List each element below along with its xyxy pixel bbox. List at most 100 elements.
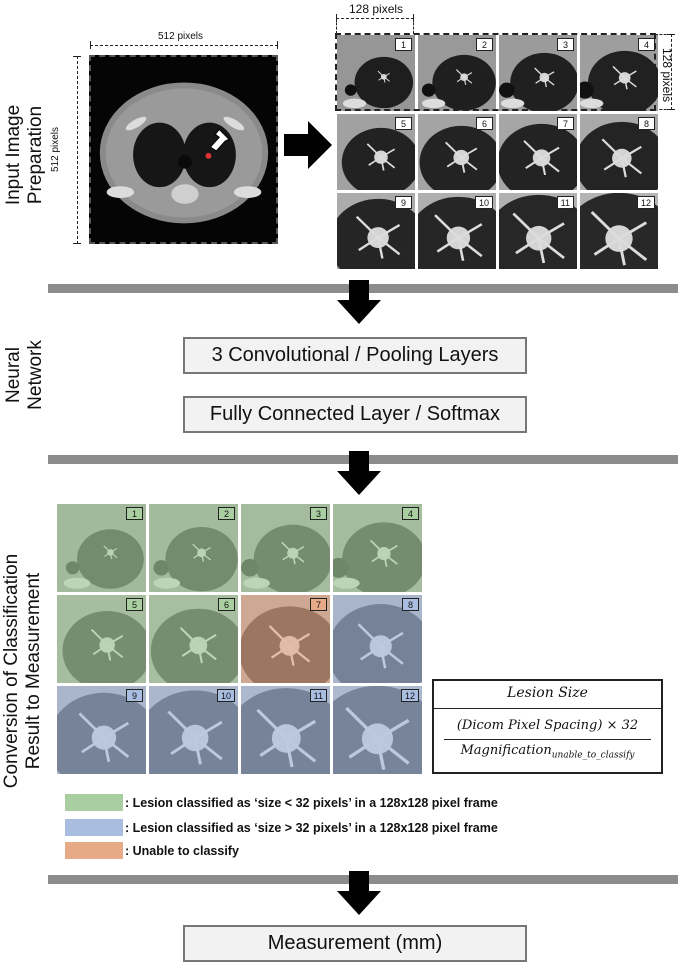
input-tile-5: 5 [337,114,415,190]
input-tile-9: 9 [337,193,415,269]
formula-denominator-sub: unable_to_classify [551,750,635,761]
input-height-tick-bottom [73,243,81,244]
lesion-size-formula: Lesion Size (Dicom Pixel Spacing) × 32 M… [432,679,663,774]
legend-text-unable: : Unable to classify [125,843,239,858]
conv-pooling-layer-box: 3 Convolutional / Pooling Layers [183,337,527,374]
input-width-tick-left [90,41,91,49]
tile-height-line [671,34,672,110]
legend-item-large: : Lesion classified as ‘size > 32 pixels… [65,819,498,836]
classified-tile-3: 3 [241,504,330,592]
legend-swatch-small [65,794,123,811]
input-tile-number: 11 [556,196,574,209]
classified-tile-number: 11 [309,689,327,702]
classified-tile-number: 12 [400,689,419,702]
tile-height-tick-top [667,34,675,35]
classified-tile-1: 1 [57,504,146,592]
legend-item-small: : Lesion classified as ‘size < 32 pixels… [65,794,498,811]
formula-denominator-main: Magnification [460,743,552,758]
first-row-outline [335,33,656,111]
section-label-conversion: Conversion of Classification Result to M… [1,536,45,806]
classified-tile-number: 8 [402,598,419,611]
input-tile-number: 5 [395,117,412,130]
classified-tile-number: 2 [218,507,235,520]
formula-separator [434,708,661,709]
arrow-down-icon-3 [337,871,381,915]
input-tile-10: 10 [418,193,496,269]
input-tile-number: 10 [474,196,493,209]
classified-tile-number: 1 [126,507,143,520]
input-tile-6: 6 [418,114,496,190]
tile-height-tick-bottom [667,109,675,110]
input-width-tick-right [277,41,278,49]
arrow-down-icon-2 [337,451,381,495]
section-label-network-line1: Neural [3,347,24,403]
section-label-input-line2: Preparation [25,105,46,205]
section-label-input: Input Image Preparation [3,90,47,220]
arrow-down-icon-1 [337,280,381,324]
tile-width-line [336,18,414,19]
input-tile-number: 12 [636,196,655,209]
tile-width-guide-right [413,18,414,34]
input-tile-3: 3 [499,35,577,111]
tile-height-guide-top [655,34,671,35]
classified-tile-number: 6 [218,598,235,611]
formula-numerator: (Dicom Pixel Spacing) × 32 [456,718,639,733]
tile-height-guide-bottom [655,109,671,110]
input-tile-number: 2 [476,38,493,51]
classified-tile-10: 10 [149,686,238,774]
section-label-network-line2: Network [25,340,46,410]
classified-tile-number: 10 [216,689,235,702]
input-tile-4: 4 [580,35,658,111]
classified-tile-9: 9 [57,686,146,774]
tile-width-guide-left [336,18,337,34]
classified-tile-7: 7 [241,595,330,683]
formula-title: Lesion Size [507,685,588,701]
section-label-conversion-line1: Conversion of Classification [1,553,22,789]
ct-scan-drawing [91,57,276,242]
classified-tile-number: 3 [310,507,327,520]
input-tile-number: 1 [395,38,412,51]
input-tile-8: 8 [580,114,658,190]
classified-tile-5: 5 [57,595,146,683]
classified-tile-number: 5 [126,598,143,611]
legend-item-unable: : Unable to classify [65,842,239,859]
input-height-line [77,56,78,244]
legend-text-large: : Lesion classified as ‘size > 32 pixels… [125,820,498,835]
classified-tile-number: 4 [402,507,419,520]
input-width-label: 512 pixels [158,31,204,42]
measurement-output-box: Measurement (mm) [183,925,527,962]
classified-tile-number: 7 [310,598,327,611]
input-tile-number: 8 [638,117,655,130]
formula-denominator: Magnificationunable_to_classify [434,743,661,761]
classified-tile-4: 4 [333,504,422,592]
input-tile-1: 1 [337,35,415,111]
classified-tile-11: 11 [241,686,330,774]
input-width-line [90,45,278,46]
input-tile-number: 3 [557,38,574,51]
classified-tile-number: 9 [126,689,143,702]
fully-connected-layer-box: Fully Connected Layer / Softmax [183,396,527,433]
classified-tile-6: 6 [149,595,238,683]
arrow-right-icon [284,121,332,169]
section-label-input-line1: Input Image [3,104,24,206]
input-tile-number: 7 [557,117,574,130]
input-tile-2: 2 [418,35,496,111]
input-tile-12: 12 [580,193,658,269]
section-label-network: Neural Network [3,335,47,415]
input-tile-number: 6 [476,117,493,130]
input-tile-11: 11 [499,193,577,269]
formula-fraction-bar [444,739,651,740]
legend-swatch-large [65,819,123,836]
section-label-conversion-line2: Result to Measurement [23,572,44,770]
legend-swatch-unable [65,842,123,859]
input-tile-number: 9 [395,196,412,209]
input-tile-7: 7 [499,114,577,190]
ct-scan-image [89,55,278,244]
input-height-tick-top [73,56,81,57]
legend-text-small: : Lesion classified as ‘size < 32 pixels… [125,795,498,810]
input-height-label: 512 pixels [50,126,62,173]
classified-tile-8: 8 [333,595,422,683]
classified-tile-12: 12 [333,686,422,774]
